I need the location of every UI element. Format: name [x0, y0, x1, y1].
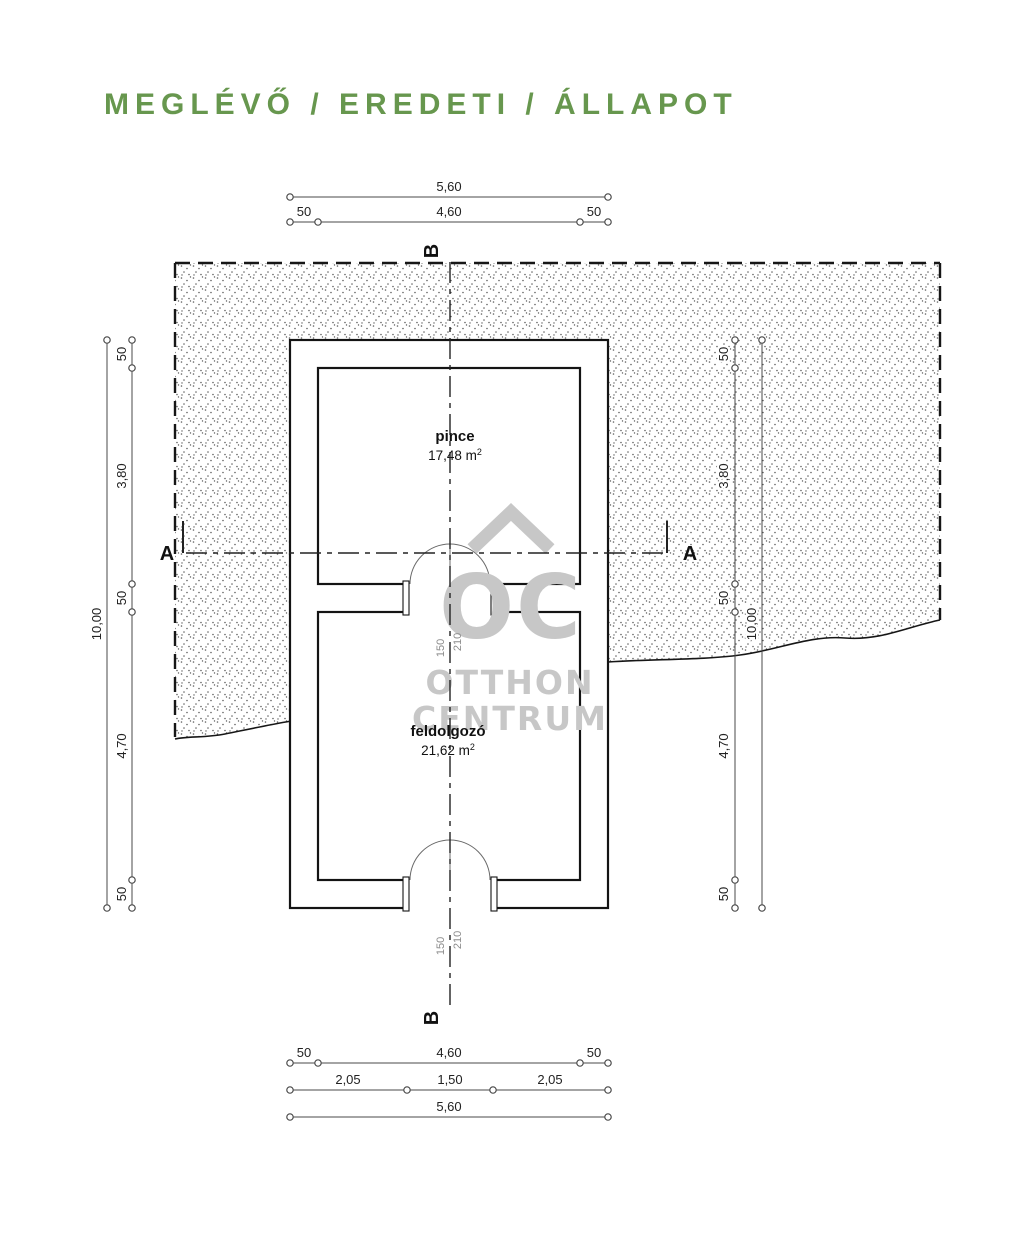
- dim-left-seg-3: 50: [114, 591, 129, 605]
- dim-bottom2-seg-1: 2,05: [335, 1072, 360, 1087]
- door-bottom-height: 210: [452, 931, 464, 949]
- dim-right-seg-4: 4,70: [716, 733, 731, 758]
- property-boundary: [173, 261, 942, 737]
- watermark: OC OTTHON CENTRUM: [412, 503, 608, 738]
- door-middle-width: 150: [435, 639, 447, 657]
- dimensions-right: 50 3,80 50 4,70 50 10,00: [714, 336, 766, 912]
- dimensions-left: 10,00 50 3,80 50 4,70 50: [87, 336, 136, 912]
- room-feldolgozo-interior: [316, 610, 582, 882]
- dim-bottom2-seg-2: 1,50: [437, 1072, 462, 1087]
- section-line-a: A A: [160, 521, 697, 565]
- door-middle-height: 210: [452, 633, 464, 651]
- door-middle-jamb-left: [402, 580, 410, 616]
- building: [288, 338, 610, 910]
- watermark-centrum: CENTRUM: [412, 699, 608, 738]
- room-labels: pince 17,48 m2 feldolgozó 21,62 m2: [411, 428, 486, 758]
- room-pince-name: pince: [435, 428, 474, 445]
- dim-top-seg-3: 50: [587, 204, 601, 219]
- dim-top-total: 5,60: [436, 179, 461, 194]
- watermark-oc: OC: [439, 556, 582, 659]
- section-line-b: B B: [421, 244, 451, 1025]
- room-feldolgozo-area: 21,62 m2: [421, 742, 475, 758]
- dim-right-seg-1: 50: [716, 347, 731, 361]
- door-middle-swing-left: [409, 543, 451, 585]
- dim-top-seg-2: 4,60: [436, 204, 461, 219]
- dim-left-seg-4: 4,70: [114, 733, 129, 758]
- dim-left-total: 10,00: [89, 608, 104, 641]
- door-middle-jamb-right: [490, 580, 498, 616]
- dim-bottom1-seg-3: 50: [587, 1045, 601, 1060]
- dim-bottom1-seg-2: 4,60: [436, 1045, 461, 1060]
- dim-right-seg-3: 50: [716, 591, 731, 605]
- room-pince-area: 17,48 m2: [428, 447, 482, 463]
- door-middle-swing-right: [449, 543, 491, 585]
- door-bottom-swing-left: [409, 839, 451, 881]
- dim-bottom1-seg-1: 50: [297, 1045, 311, 1060]
- dim-right-seg-5: 50: [716, 887, 731, 901]
- room-feldolgozo-name: feldolgozó: [411, 723, 486, 740]
- dim-left-seg-1: 50: [114, 347, 129, 361]
- dimensions-top: 5,60 50 4,60 50: [286, 177, 612, 226]
- door-bottom-swing-right: [449, 839, 491, 881]
- watermark-otthon: OTTHON: [425, 663, 594, 702]
- dim-bottom-total: 5,60: [436, 1099, 461, 1114]
- room-pince-interior: [316, 366, 582, 586]
- watermark-roof-icon: [467, 503, 555, 554]
- dim-bottom2-seg-3: 2,05: [537, 1072, 562, 1087]
- dimensions-bottom: 50 4,60 50 2,05 1,50 2,05 5,60: [286, 1043, 612, 1121]
- dim-right-seg-2: 3,80: [716, 463, 731, 488]
- dim-right-total: 10,00: [744, 608, 759, 641]
- door-bottom-width: 150: [435, 937, 447, 955]
- page-title: MEGLÉVŐ / EREDETI / ÁLLAPOT: [104, 88, 738, 121]
- section-a-label-left: A: [160, 543, 174, 565]
- section-b-label-top: B: [421, 244, 443, 258]
- dim-left-seg-5: 50: [114, 887, 129, 901]
- door-bottom-jamb-left: [402, 876, 410, 912]
- section-a-label-right: A: [683, 543, 697, 565]
- door-bottom-jamb-right: [490, 876, 498, 912]
- dim-top-seg-1: 50: [297, 204, 311, 219]
- section-b-label-bottom: B: [421, 1011, 443, 1025]
- door-dimensions: 150 210 150 210: [435, 633, 464, 955]
- dim-left-seg-2: 3,80: [114, 463, 129, 488]
